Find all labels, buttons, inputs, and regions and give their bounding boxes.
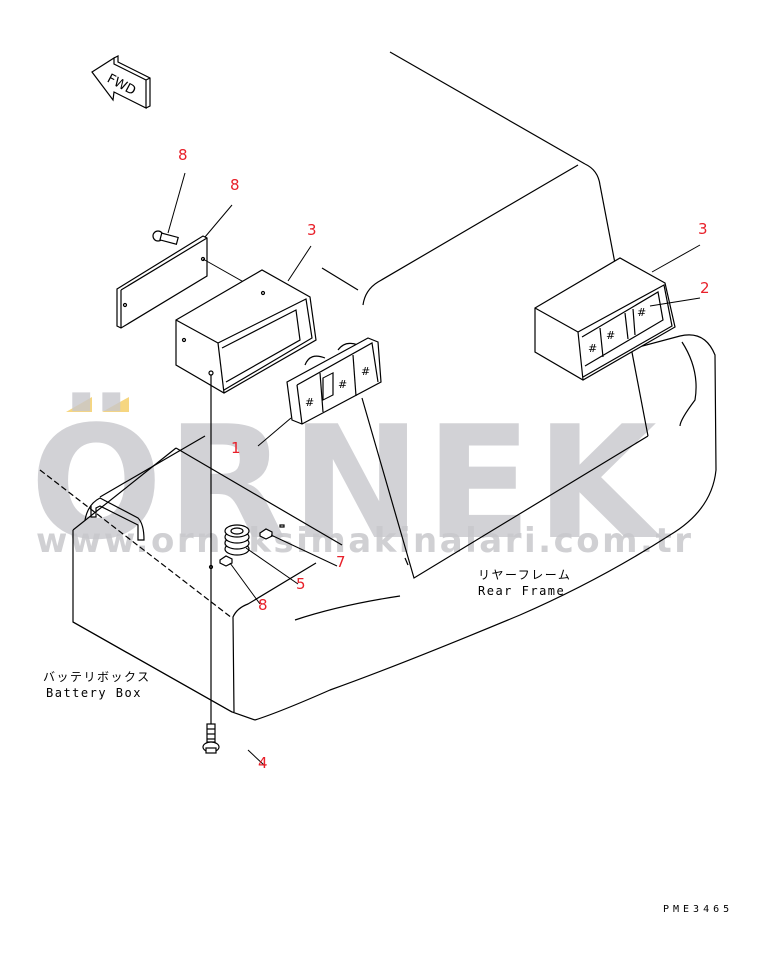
battery-box-label-en: Battery Box (46, 686, 142, 700)
watermark-url: www.orneksimakinalari.com.tr (36, 521, 694, 561)
callout-leaders (167, 172, 701, 767)
rear-frame-label-en: Rear Frame (478, 584, 566, 598)
svg-text:#: # (637, 306, 646, 319)
svg-text:#: # (588, 342, 597, 355)
rear-frame-label-jp: リヤーフレーム (478, 568, 572, 582)
callout-5[interactable]: 5 (296, 575, 306, 593)
lamp-housing-rear: # # # (534, 257, 676, 381)
svg-text:#: # (606, 329, 615, 342)
callout-6[interactable]: 8 (230, 176, 240, 194)
drawing-number: PME3465 (663, 904, 734, 915)
callout-1[interactable]: 1 (231, 439, 241, 457)
callout-8-right[interactable]: 7 (336, 553, 346, 571)
callout-3-front[interactable]: 3 (307, 221, 317, 239)
svg-text:#: # (338, 378, 347, 391)
cushion-part-8a (259, 524, 285, 540)
callout-4[interactable]: 4 (258, 754, 268, 772)
callout-3-rear[interactable]: 3 (698, 220, 708, 238)
rear-frame-outline (254, 51, 717, 721)
svg-text:#: # (305, 396, 314, 409)
bolt-part-4 (202, 723, 220, 754)
callout-8-left[interactable]: 8 (258, 596, 268, 614)
svg-text:#: # (361, 365, 370, 378)
lamp-housing-front (175, 269, 317, 394)
battery-box-label-jp: バッテリボックス (43, 670, 151, 684)
cushion-part-8b (219, 555, 233, 567)
bolt-part-7 (152, 230, 179, 245)
callout-7[interactable]: 8 (178, 146, 188, 164)
battery-box-outline (39, 435, 343, 721)
watermark-brand: ÖRNEK (30, 392, 661, 574)
switch-unit-part-1: # # # (286, 337, 382, 425)
fwd-arrow-icon: FWD (91, 55, 151, 109)
grommet-part-5 (224, 524, 250, 556)
callout-2[interactable]: 2 (700, 279, 710, 297)
